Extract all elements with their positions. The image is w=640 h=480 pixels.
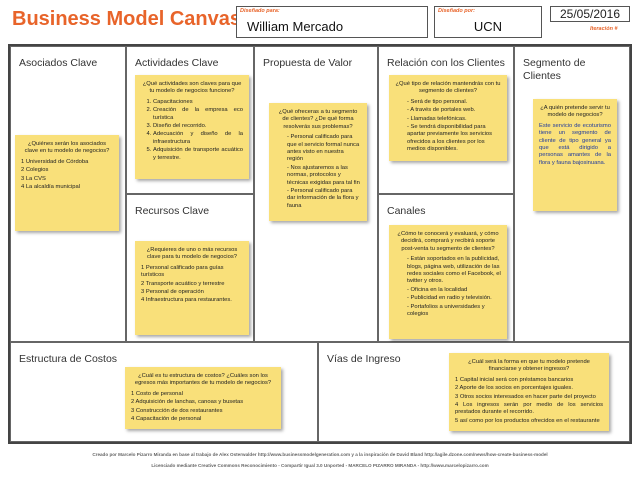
note-question: ¿Requieres de uno o más recursos clave p… <box>146 247 238 261</box>
designed-for-caption: Diseñado para: <box>240 8 280 14</box>
date-field[interactable]: 25/05/2016 <box>550 6 630 22</box>
list-item: 2 Aporte de los socios en porcentajes ig… <box>455 385 573 392</box>
list-item: Oficina en la localidad <box>407 287 501 294</box>
list-item: Se tendrá disponibilidad para apartar pr… <box>407 124 501 154</box>
sticky-note-key-partners[interactable]: ¿Quiénes serán los asociados clave en tu… <box>15 135 119 231</box>
list-item: 1 Universidad de Córdoba <box>21 158 89 165</box>
list-item: 4 Capacitación de personal <box>131 416 202 423</box>
block-title-key-partners: Asociados Clave <box>19 57 98 69</box>
sticky-note-customer-segments[interactable]: ¿A quién pretende servir tu modelo de ne… <box>533 99 617 211</box>
list-item: Capacitaciones <box>153 99 243 106</box>
list-item: Portafolios a universidades y colegios <box>407 304 501 319</box>
list-item: Diseño del recorrido. <box>153 123 243 130</box>
block-revenue-streams: Vías de Ingreso ¿Cuál será la forma en q… <box>318 342 630 442</box>
note-question: ¿Cuál es tu estructura de costos? ¿Cuále… <box>134 373 272 387</box>
note-question: ¿Cuál será la forma en que tu modelo pre… <box>468 359 590 373</box>
footer-license-line: Licenciado mediante Creative Commons Rec… <box>151 463 489 468</box>
sticky-note-channels[interactable]: ¿Cómo te conocerá y evaluará, y cómo dec… <box>389 225 507 339</box>
list-item: 4 Infraestructura para restaurantes. <box>141 297 232 304</box>
sticky-note-customer-relationships[interactable]: ¿Qué tipo de relación mantendrás con tu … <box>389 75 507 161</box>
list-item: 4 Los ingresos serán por medio de los se… <box>455 402 603 416</box>
note-question: ¿Qué ofreceras a tu segmento de clientes… <box>278 109 358 130</box>
block-key-activities: Actividades Clave ¿Qué actividades son c… <box>126 46 254 194</box>
block-key-resources: Recursos Clave ¿Requieres de uno o más r… <box>126 194 254 342</box>
block-key-partners: Asociados Clave ¿Quiénes serán los asoci… <box>10 46 126 342</box>
block-cost-structure: Estructura de Costos ¿Cuál es tu estruct… <box>10 342 318 442</box>
sticky-note-revenue-streams[interactable]: ¿Cuál será la forma en que tu modelo pre… <box>449 353 609 431</box>
list-item: 3 Construcción de dos restaurantes <box>131 407 223 414</box>
canvas-board: Asociados Clave ¿Quiénes serán los asoci… <box>8 44 632 444</box>
designed-for-value: William Mercado <box>247 19 344 34</box>
list-item: Publicidad en radio y televisión. <box>407 295 501 302</box>
block-title-channels: Canales <box>387 205 426 217</box>
block-title-value-proposition: Propuesta de Valor <box>263 57 353 69</box>
sticky-note-key-resources[interactable]: ¿Requieres de uno o más recursos clave p… <box>135 241 249 335</box>
note-question: ¿Cómo te conocerá y evaluará, y cómo dec… <box>397 231 499 252</box>
block-title-customer-relationships: Relación con los Clientes <box>387 57 505 69</box>
note-question: ¿Qué actividades son claves para que tu … <box>142 81 242 95</box>
block-channels: Canales ¿Cómo te conocerá y evaluará, y … <box>378 194 514 342</box>
list-item: Creación de la empresa eco turística <box>153 107 243 122</box>
sticky-note-value-proposition[interactable]: ¿Qué ofreceras a tu segmento de clientes… <box>269 103 367 221</box>
list-item: 5 así como por los productos ofrecidos e… <box>455 417 600 424</box>
list-item: 1 Capital inicial será con préstamos ban… <box>455 376 574 383</box>
designed-by-value: UCN <box>473 19 503 34</box>
list-item: Personal calificado para que el servicio… <box>287 134 361 164</box>
list-item: 3 Personal de operación <box>141 289 204 296</box>
list-item: 2 Colegios <box>21 167 49 174</box>
sticky-note-key-activities[interactable]: ¿Qué actividades son claves para que tu … <box>135 75 249 179</box>
list-item: Están soportados en la publicidad, blogs… <box>407 256 501 286</box>
block-title-customer-segments: Segmento de Clientes <box>523 57 586 82</box>
block-customer-relationships: Relación con los Clientes ¿Qué tipo de r… <box>378 46 514 194</box>
block-title-key-resources: Recursos Clave <box>135 205 210 217</box>
footer-credit-line: Creado por Marcelo Pizarro Miranda en ba… <box>92 452 548 457</box>
list-item: 2 Transporte acuático y terrestre <box>141 280 225 287</box>
sticky-note-cost-structure[interactable]: ¿Cuál es tu estructura de costos? ¿Cuále… <box>125 367 281 429</box>
designed-by-caption: Diseñado por: <box>438 8 475 14</box>
block-title-cost-structure: Estructura de Costos <box>19 353 118 365</box>
list-item: 2 Adquisición de lanchas, canoas y buset… <box>131 399 244 406</box>
block-customer-segments: Segmento de Clientes ¿A quién pretende s… <box>514 46 630 342</box>
list-item: 4 La alcaldía municipal <box>21 184 80 191</box>
list-item: Adquisición de transporte acuático y ter… <box>153 147 243 162</box>
list-item: 1 Personal calificado para guías turísti… <box>141 264 224 279</box>
list-item: Llamadas telefónicas. <box>407 116 501 123</box>
block-title-key-activities: Actividades Clave <box>135 57 219 69</box>
list-item: Será de tipo personal. <box>407 99 501 106</box>
designed-by-box[interactable]: Diseñado por: UCN <box>434 6 542 38</box>
page-title: Business Model Canvas <box>12 8 241 30</box>
note-text: Este servicio de ecoturismo tiene un seg… <box>539 122 611 166</box>
block-value-proposition: Propuesta de Valor ¿Qué ofreceras a tu s… <box>254 46 378 342</box>
note-question: ¿Quiénes serán los asociados clave en tu… <box>24 141 110 155</box>
list-item: Nos ajustaremos a las normas, protocolos… <box>287 165 361 187</box>
designed-for-box[interactable]: Diseñado para: William Mercado <box>236 6 428 38</box>
list-item: 1 Costo de personal <box>131 390 183 397</box>
note-question: ¿Qué tipo de relación mantendrás con tu … <box>395 81 501 95</box>
note-question: ¿A quién pretende servir tu modelo de ne… <box>540 105 610 119</box>
block-title-revenue-streams: Vías de Ingreso <box>327 353 401 365</box>
list-item: A través de portales web. <box>407 107 501 114</box>
iteration-caption: Iteración # <box>590 26 618 32</box>
list-item: Adecuación y diseño de la infraestructur… <box>153 131 243 146</box>
list-item: 3 Otros socios interesados en hacer part… <box>455 393 596 400</box>
list-item: 3 La CVS <box>21 175 46 182</box>
list-item: Personal calificado para dar información… <box>287 188 361 210</box>
